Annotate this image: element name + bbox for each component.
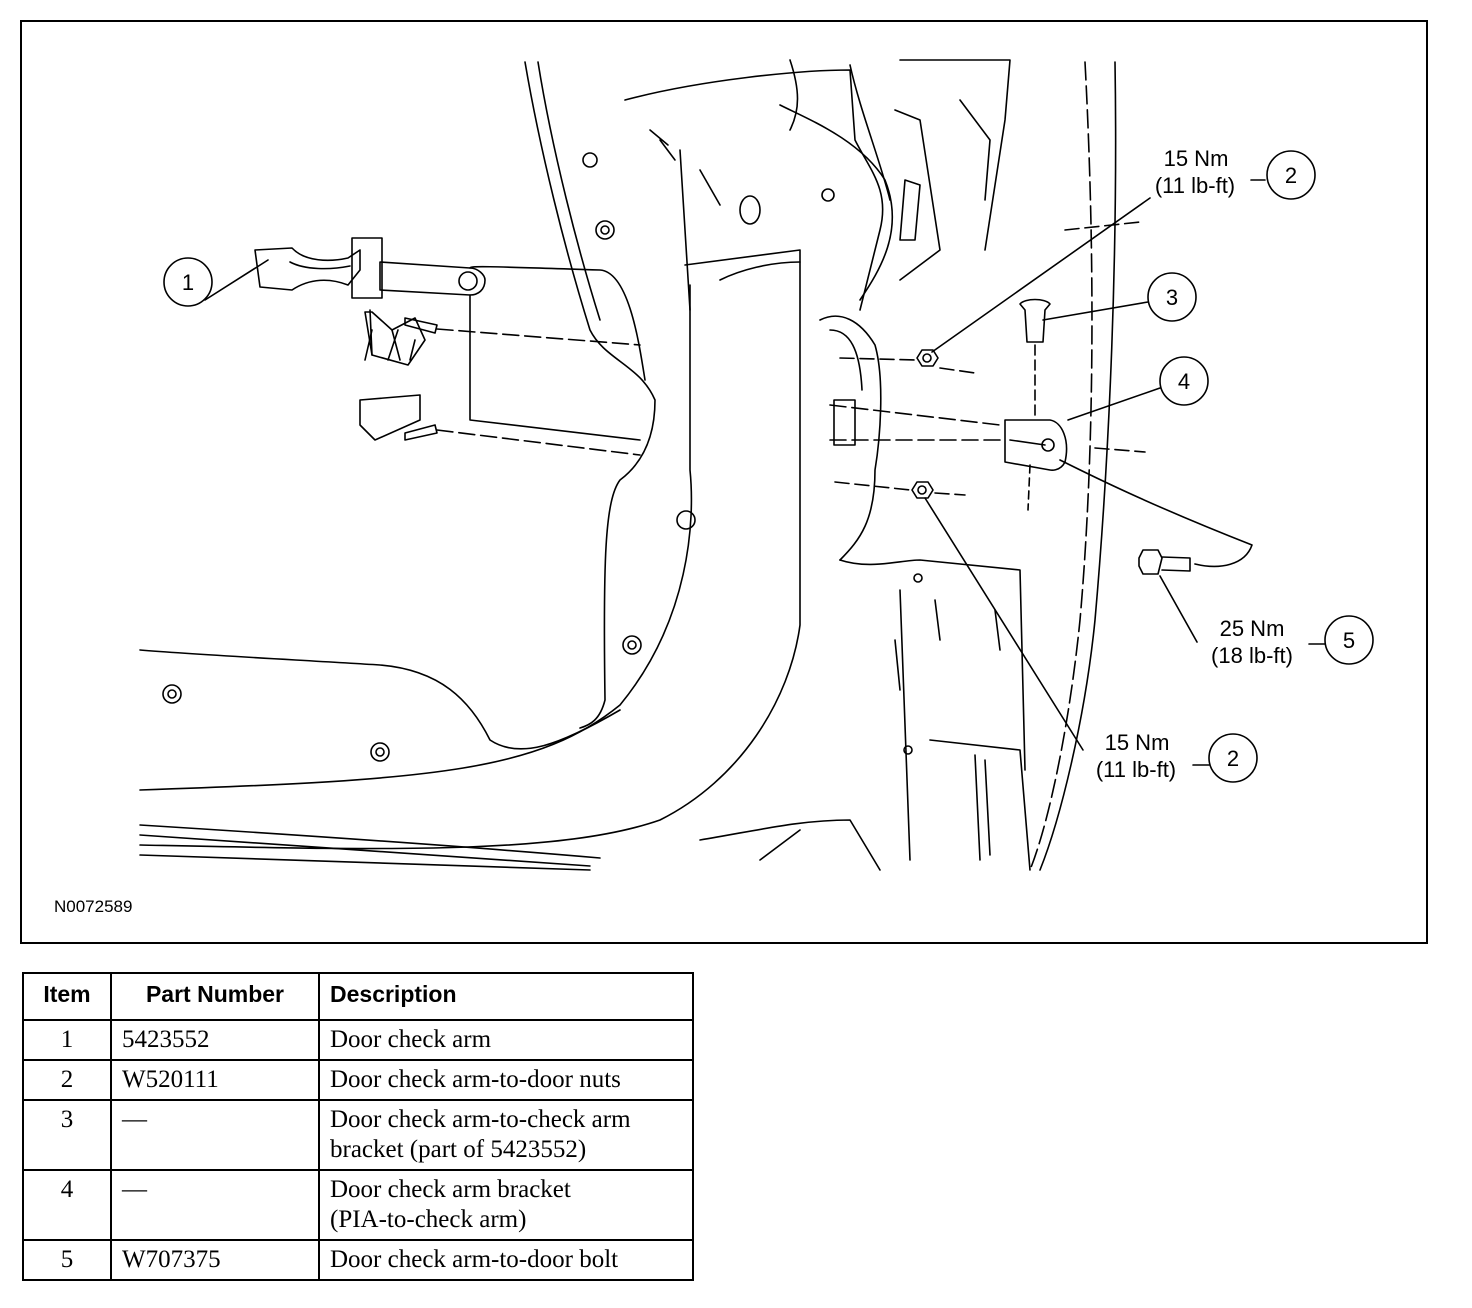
callout-2-bottom	[924, 497, 1258, 783]
callout-4	[1067, 356, 1209, 421]
row-description-line: bracket (part of 5423552)	[330, 1136, 587, 1163]
callout-3-number: 3	[1166, 285, 1178, 310]
torque-top-nm: 15 Nm	[1164, 146, 1229, 171]
row-item: 1	[22, 1019, 112, 1061]
callout-2-bottom-number: 2	[1227, 746, 1239, 771]
header-description: Description	[318, 972, 694, 1021]
table-row: 1 5423552 Door check arm	[22, 1019, 694, 1061]
callout-2-top-number: 2	[1285, 163, 1297, 188]
figure-id: N0072589	[54, 897, 133, 916]
callout-2-top	[931, 150, 1316, 353]
pin	[1019, 298, 1051, 421]
row-item: 5	[22, 1239, 112, 1281]
table-header-row: Item Part Number Description	[22, 972, 694, 1021]
row-description: Door check arm-to-door bolt	[318, 1239, 694, 1281]
row-item: 3	[22, 1099, 112, 1171]
torque-top-lbft: (11 lb-ft)	[1155, 173, 1235, 198]
row-part-number: —	[110, 1099, 320, 1171]
callout-1-number: 1	[182, 270, 194, 295]
table-row: 2 W520111 Door check arm-to-door nuts	[22, 1059, 694, 1101]
row-description-line: (PIA-to-check arm)	[330, 1206, 527, 1233]
header-item: Item	[22, 972, 112, 1021]
row-description-line: Door check arm bracket	[330, 1176, 571, 1203]
torque-bottom-nm: 15 Nm	[1105, 730, 1170, 755]
torque-bolt-nm: 25 Nm	[1220, 616, 1285, 641]
table-row: 3 — Door check arm-to-check arm bracket …	[22, 1099, 694, 1171]
row-item: 4	[22, 1169, 112, 1241]
check-arm-bracket	[1004, 419, 1068, 511]
parts-table: Item Part Number Description 1 5423552 D…	[22, 972, 694, 1281]
row-part-number: W520111	[110, 1059, 320, 1101]
table-row: 5 W707375 Door check arm-to-door bolt	[22, 1239, 694, 1281]
row-part-number: W707375	[110, 1239, 320, 1281]
row-item: 2	[22, 1059, 112, 1101]
row-description-line: Door check arm-to-door bolt	[330, 1246, 619, 1273]
row-description-line: Door check arm-to-door nuts	[330, 1066, 621, 1093]
row-description: Door check arm	[318, 1019, 694, 1061]
torque-bottom-lbft: (11 lb-ft)	[1096, 757, 1176, 782]
row-description: Door check arm bracket (PIA-to-check arm…	[318, 1169, 694, 1241]
nut-upper	[916, 349, 939, 367]
mounting-lines	[436, 265, 646, 456]
callout-5-number: 5	[1343, 628, 1355, 653]
header-part-number: Part Number	[110, 972, 320, 1021]
row-part-number: —	[110, 1169, 320, 1241]
row-description-line: Door check arm	[330, 1026, 492, 1053]
row-description: Door check arm-to-door nuts	[318, 1059, 694, 1101]
table-row: 4 — Door check arm bracket (PIA-to-check…	[22, 1169, 694, 1241]
door-check-arm-diagram: 1 2 3 4 5 2 15 Nm (11 lb-ft) 25 Nm (18 l…	[139, 59, 1374, 871]
row-part-number: 5423552	[110, 1019, 320, 1061]
torque-bolt-lbft: (18 lb-ft)	[1211, 643, 1293, 668]
bolt	[1059, 459, 1253, 575]
callout-4-number: 4	[1178, 369, 1190, 394]
callout-3	[1042, 272, 1197, 322]
figure-frame	[20, 20, 1428, 944]
door-panel-outline	[139, 59, 1146, 871]
row-description-line: Door check arm-to-check arm	[330, 1106, 631, 1133]
callout-5	[1159, 575, 1374, 665]
nut-lower	[911, 481, 934, 499]
row-description: Door check arm-to-check arm bracket (par…	[318, 1099, 694, 1171]
door-check-arm	[254, 237, 486, 441]
callout-1	[163, 257, 269, 307]
